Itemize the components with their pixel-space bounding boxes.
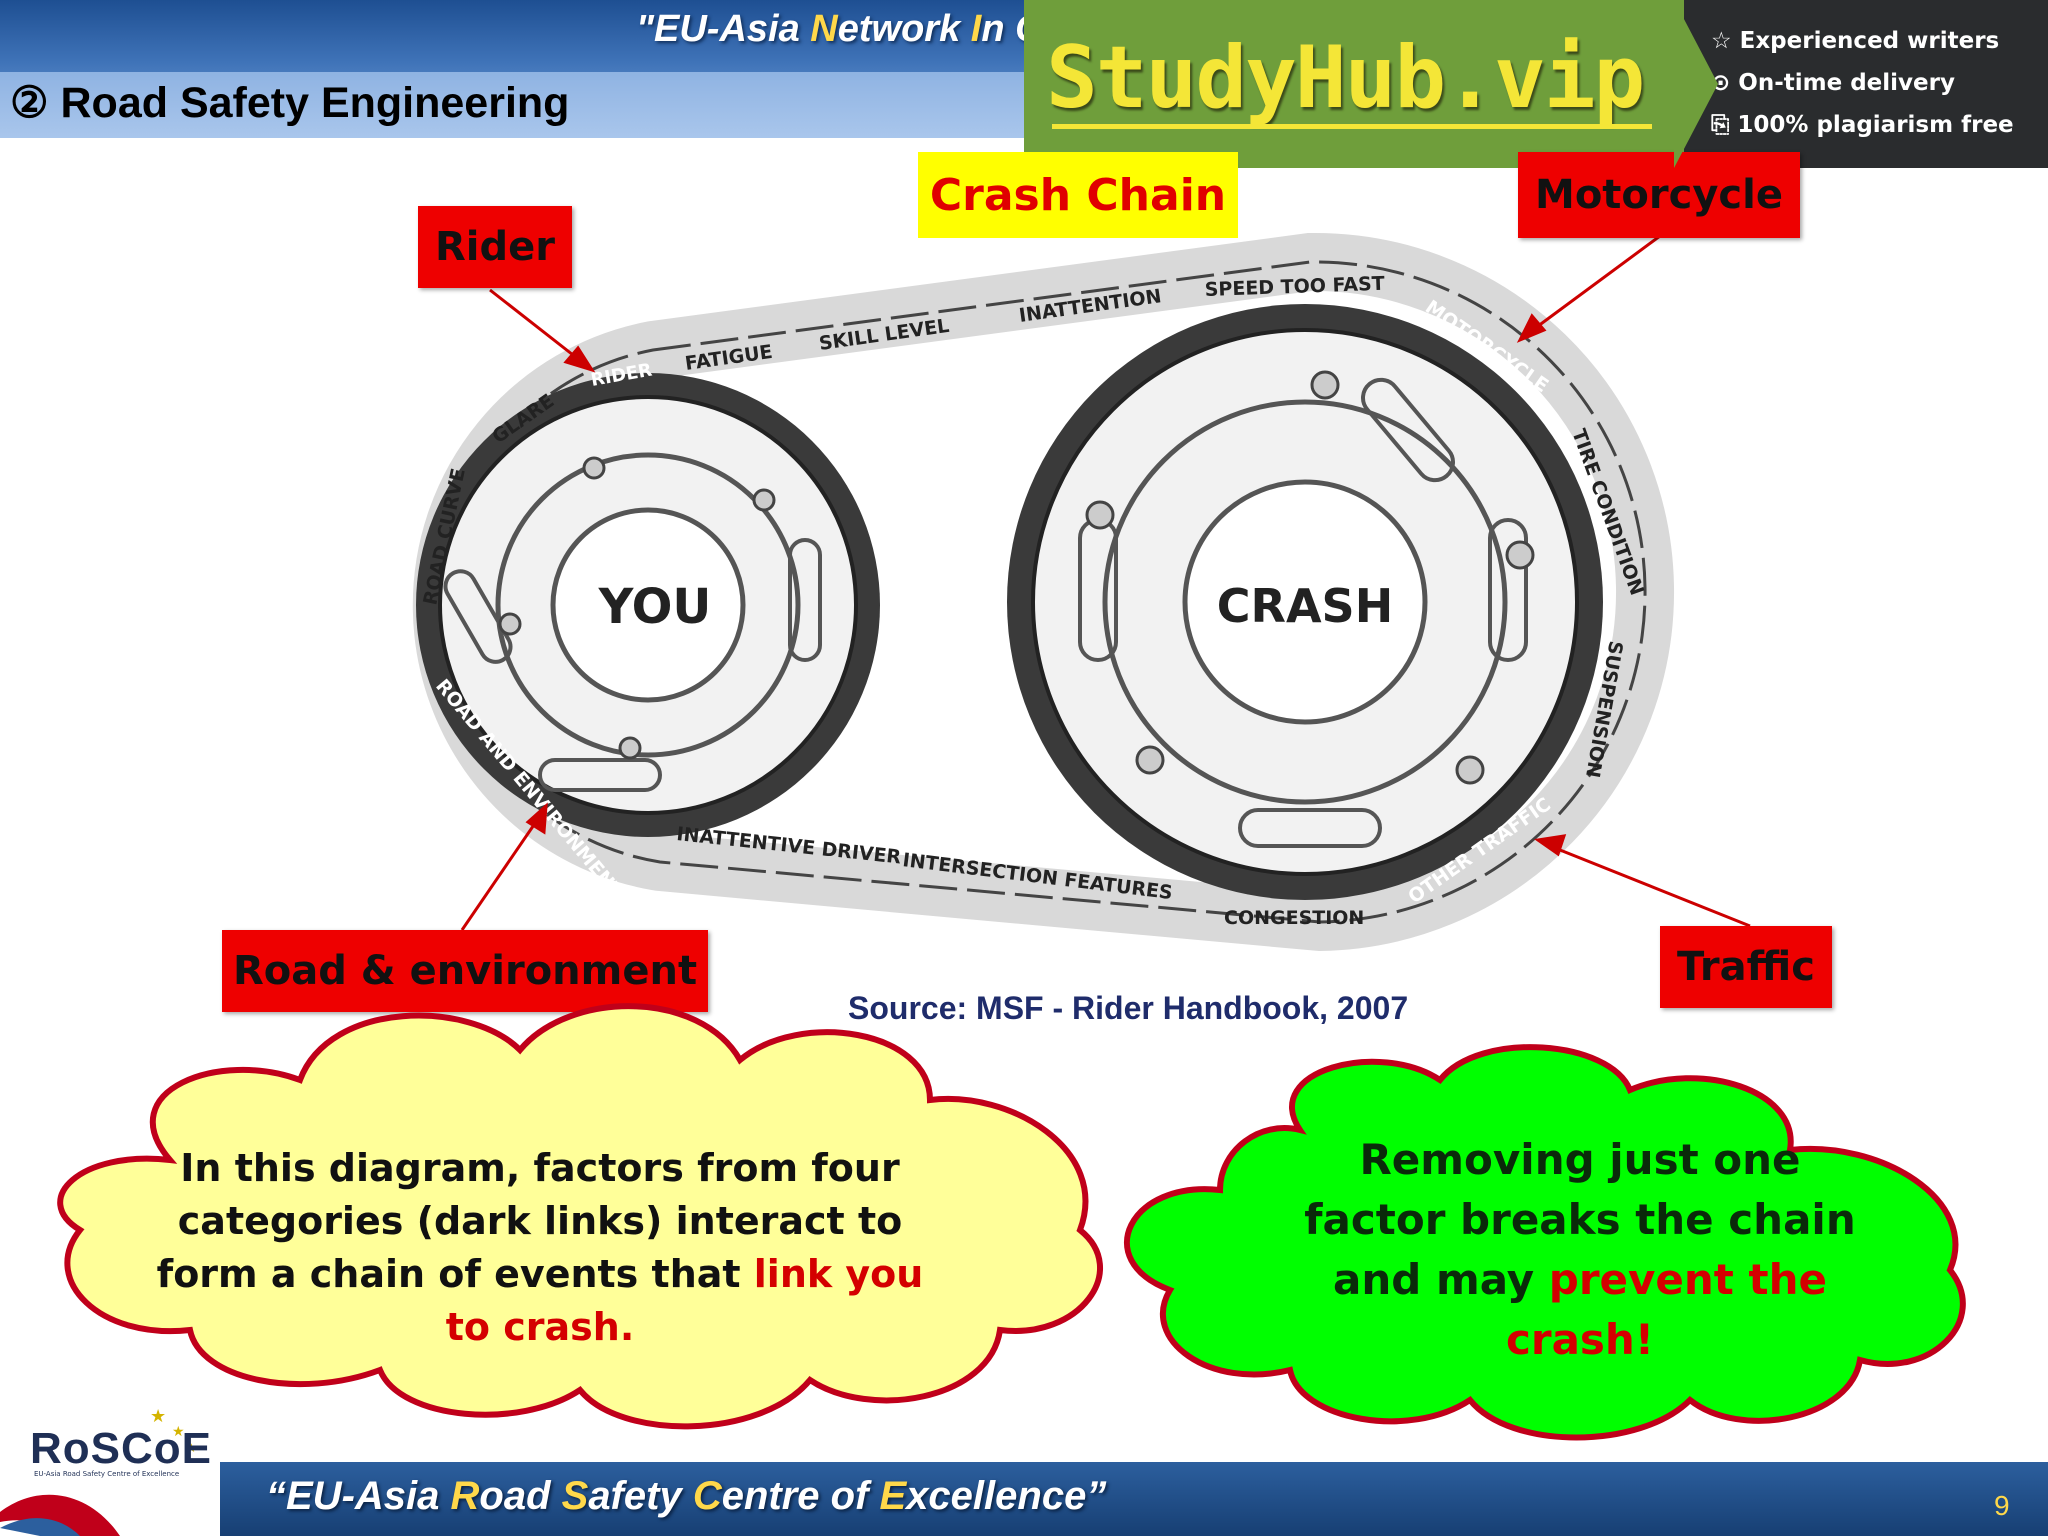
page-number: 9	[1994, 1490, 2010, 1521]
section-title: ② Road Safety Engineering	[10, 79, 570, 127]
large-gear	[1007, 304, 1603, 900]
svg-text:★: ★	[186, 1441, 197, 1455]
callout-rider: Rider	[418, 206, 572, 288]
left-cloud-line1: In this diagram, factors from four	[180, 1146, 900, 1190]
right-cloud-line1: Removing just one	[1359, 1135, 1801, 1184]
gear-label-you: YOU	[598, 579, 712, 635]
left-cloud-line3: form a chain of events that link you	[156, 1252, 924, 1296]
footer-title: “EU-Asia Road Safety Centre of Excellenc…	[266, 1474, 1107, 1518]
callout-arrows	[460, 234, 1751, 931]
ad-feature-delivery: ⊙ On-time delivery	[1711, 70, 1955, 96]
left-cloud-text: In this diagram, factors from four categ…	[150, 1142, 930, 1354]
ad-arrow-shape	[1674, 0, 1718, 168]
left-cloud-line4: to crash.	[445, 1305, 635, 1349]
gear-label-crash: CRASH	[1217, 579, 1393, 633]
ad-green-panel: StudyHub.vip	[1024, 0, 1684, 168]
source-citation: Source: MSF - Rider Handbook, 2007	[848, 990, 1409, 1026]
ad-logo-underline	[1052, 124, 1652, 129]
right-cloud-text: Removing just one factor breaks the chai…	[1230, 1130, 1930, 1370]
ad-banner[interactable]: StudyHub.vip ☆ Experienced writers ⊙ On-…	[1024, 0, 2048, 168]
footer-bar	[0, 1462, 2048, 1536]
ad-feature-plagiarism: ⎘ 100% plagiarism free	[1711, 112, 2014, 138]
left-cloud-line2: categories (dark links) interact to	[177, 1199, 903, 1243]
logo-area: ★ ★ ★	[0, 1392, 220, 1536]
right-cloud-line3: and may prevent the	[1333, 1255, 1827, 1304]
ad-dark-panel	[1684, 0, 2048, 168]
right-cloud-line2: factor breaks the chain	[1304, 1195, 1856, 1244]
link-congestion: CONGESTION	[1224, 907, 1364, 929]
diagram-title: Crash Chain	[918, 152, 1238, 238]
ad-logo[interactable]: StudyHub.vip	[1046, 28, 1645, 128]
small-gear	[416, 373, 880, 837]
left-cloud-shape	[57, 1003, 1103, 1430]
logo-subtext: EU-Asia Road Safety Centre of Excellence	[34, 1470, 180, 1478]
right-cloud-line4: crash!	[1505, 1315, 1654, 1364]
svg-text:★: ★	[150, 1406, 166, 1427]
callout-motorcycle: Motorcycle	[1518, 152, 1800, 238]
right-cloud-shape	[1124, 1044, 1966, 1441]
svg-text:★: ★	[172, 1424, 185, 1440]
logo-text: RoSCoE	[30, 1424, 212, 1473]
logo-swoosh-icon: ★ ★ ★	[0, 1406, 197, 1536]
ad-feature-writers: ☆ Experienced writers	[1711, 28, 2000, 54]
callout-traffic: Traffic	[1660, 926, 1832, 1008]
callout-road-environment: Road & environment	[222, 930, 708, 1012]
